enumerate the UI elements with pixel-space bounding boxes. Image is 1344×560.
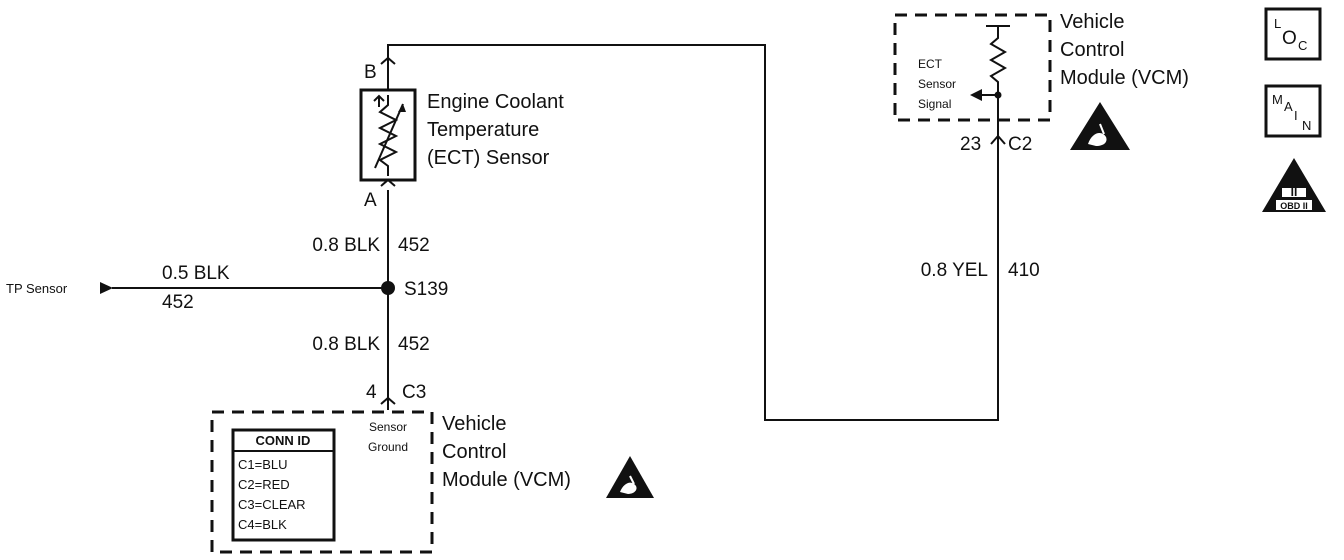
ect-pin-a-label: A <box>364 190 377 211</box>
ect-signal-label-3: Signal <box>918 97 951 111</box>
vcm-top-title-1: Vehicle <box>1060 11 1125 33</box>
obd-ii-icon[interactable]: II OBD II <box>1262 158 1326 212</box>
ect-sensor-title-2: Temperature <box>427 119 539 141</box>
ect-signal-label-1: ECT <box>918 57 943 71</box>
vcm-top-title-2: Control <box>1060 39 1124 61</box>
ect-signal-label-2: Sensor <box>918 77 956 91</box>
connector-mark-c3 <box>380 396 396 410</box>
conn-id-row: C2=RED <box>238 477 290 492</box>
loc-letter-o: O <box>1282 28 1297 49</box>
main-letter-m: M <box>1272 92 1283 107</box>
vcm-top-pullup-resistor <box>970 25 1010 120</box>
ect-sensor-symbol <box>359 88 417 182</box>
conn-id-table: CONN ID C1=BLU C2=RED C3=CLEAR C4=BLK <box>231 428 336 542</box>
vcm-bottom-connector: C3 <box>402 382 426 403</box>
wire-lower-circuit: 452 <box>398 334 430 355</box>
connector-mark-c2 <box>990 120 1006 150</box>
sensor-ground-label-1: Sensor <box>369 420 407 434</box>
wire-tp-gauge: 0.5 BLK <box>162 263 230 284</box>
wire-yel-gauge: 0.8 YEL <box>921 260 988 281</box>
vcm-bottom-title-2: Control <box>442 441 506 463</box>
tp-sensor-arrow-icon <box>100 282 113 294</box>
conn-id-row: C1=BLU <box>238 457 288 472</box>
vcm-bottom-title-1: Vehicle <box>442 413 507 435</box>
obd-text-label: OBD II <box>1280 201 1308 211</box>
vcm-bottom-title-3: Module (VCM) <box>442 469 571 491</box>
connector-mark-b <box>380 56 396 90</box>
esd-warning-icon <box>1070 102 1130 150</box>
vcm-bottom-boundary <box>210 410 434 554</box>
tp-sensor-label: TP Sensor <box>6 281 68 296</box>
wire-ect-to-vcm-top <box>387 44 999 421</box>
main-letter-i: I <box>1294 108 1298 123</box>
location-icon[interactable]: L O C <box>1264 7 1322 61</box>
signal-arrow-icon <box>970 89 982 101</box>
conn-id-row: C4=BLK <box>238 517 287 532</box>
conn-id-row: C3=CLEAR <box>238 497 306 512</box>
obd-roman-label: II <box>1291 185 1298 199</box>
splice-dot <box>381 281 395 295</box>
ect-sensor-title-1: Engine Coolant <box>427 91 564 113</box>
wire-upper-circuit: 452 <box>398 235 430 256</box>
vcm-bottom-pin: 4 <box>366 382 377 403</box>
vcm-top-connector: C2 <box>1008 134 1032 155</box>
loc-letter-c: C <box>1298 38 1307 53</box>
conn-id-title: CONN ID <box>256 433 311 448</box>
main-letter-n: N <box>1302 118 1311 133</box>
ect-sensor-title-3: (ECT) Sensor <box>427 147 550 169</box>
vcm-top-boundary <box>893 13 1052 122</box>
ect-pin-b-label: B <box>364 62 377 83</box>
main-icon[interactable]: M A I N <box>1264 84 1322 138</box>
wire-yel-circuit: 410 <box>1008 260 1040 281</box>
wire-tp-circuit: 452 <box>162 292 194 313</box>
main-letter-a: A <box>1284 99 1293 114</box>
sensor-ground-label-2: Ground <box>368 440 408 454</box>
esd-warning-icon <box>606 456 654 498</box>
vcm-top-title-3: Module (VCM) <box>1060 67 1189 89</box>
wire-lower-gauge: 0.8 BLK <box>312 334 380 355</box>
loc-letter-l: L <box>1274 16 1281 31</box>
wire-upper-gauge: 0.8 BLK <box>312 235 380 256</box>
vcm-top-pin: 23 <box>960 134 981 155</box>
splice-label: S139 <box>404 279 448 300</box>
